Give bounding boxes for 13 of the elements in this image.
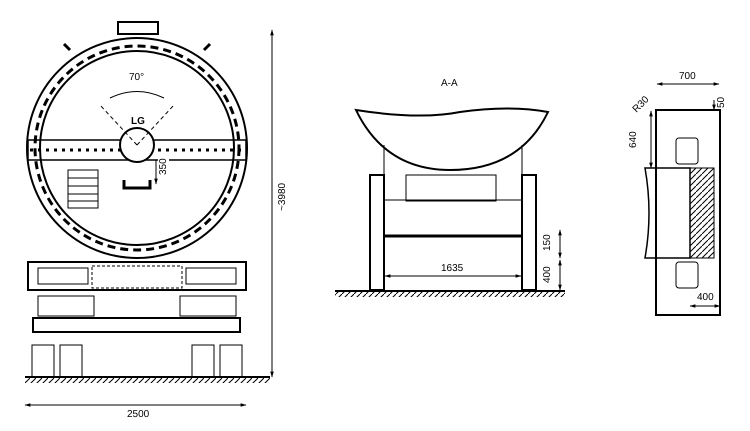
- dimension-label: 640: [628, 130, 639, 149]
- dimension-label: 400: [696, 292, 715, 303]
- dimension-label: 700: [678, 71, 697, 82]
- dimension-label: 350: [158, 157, 169, 176]
- dimension-label: 1635: [440, 263, 464, 274]
- section-label: A-A: [440, 78, 459, 89]
- dimension-label: 150: [542, 233, 553, 252]
- dimension-label: 70°: [128, 72, 146, 83]
- dimension-label: 50: [716, 96, 727, 109]
- dimension-label: ~3980: [277, 182, 288, 212]
- dimension-label: 400: [542, 265, 553, 284]
- part-label: LG: [130, 116, 146, 127]
- dimension-label: 2500: [126, 409, 150, 420]
